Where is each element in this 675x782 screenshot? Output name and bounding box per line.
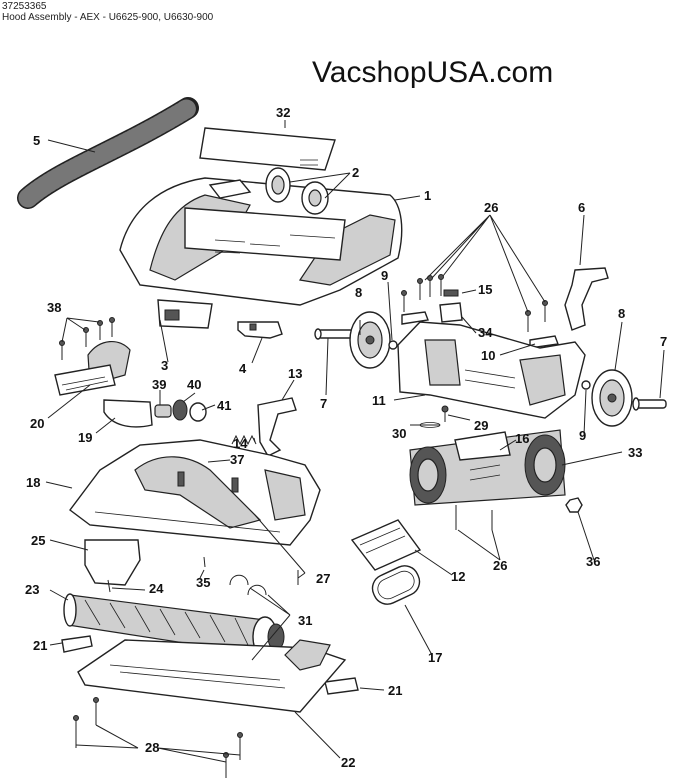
callout-17: 17 <box>428 650 442 665</box>
callout-36: 36 <box>586 554 600 569</box>
callout-labels: 5 32 2 1 26 6 9 8 15 34 10 11 8 7 9 7 38… <box>25 105 667 770</box>
part-screws-28 <box>73 697 243 778</box>
callout-27: 27 <box>316 571 330 586</box>
callout-2: 2 <box>352 165 359 180</box>
diagram-title: Hood Assembly - AEX - U6625-900, U6630-9… <box>2 12 214 23</box>
part-nut <box>565 497 583 513</box>
callout-19: 19 <box>78 430 92 445</box>
callout-34: 34 <box>478 325 493 340</box>
part-eclip-a <box>388 340 398 350</box>
callout-9-right: 9 <box>579 428 586 443</box>
part-intake-elbow <box>54 341 131 396</box>
part-wheel-right <box>591 369 633 427</box>
part-latch <box>237 321 283 339</box>
callout-9-left: 9 <box>381 268 388 283</box>
callout-3: 3 <box>161 358 168 373</box>
part-19-cap <box>103 399 153 428</box>
callout-7-right: 7 <box>660 334 667 349</box>
part-lever <box>257 397 297 457</box>
callout-31: 31 <box>298 613 312 628</box>
callout-38: 38 <box>47 300 61 315</box>
part-41 <box>189 402 207 422</box>
callout-21-right: 21 <box>388 683 402 698</box>
callout-37: 37 <box>230 452 244 467</box>
part-exhaust-grille <box>350 519 422 571</box>
callout-35: 35 <box>196 575 210 590</box>
part-40 <box>172 399 188 421</box>
part-shroud <box>84 539 141 586</box>
part-screw-35 <box>203 556 206 568</box>
part-bumper-right <box>324 677 359 695</box>
part-belt <box>371 565 421 605</box>
callout-6: 6 <box>578 200 585 215</box>
callout-13: 13 <box>288 366 302 381</box>
callout-26-lower: 26 <box>493 558 507 573</box>
callout-22: 22 <box>341 755 355 770</box>
part-hose <box>17 97 199 209</box>
callout-14: 14 <box>233 436 248 451</box>
callout-8-left: 8 <box>355 285 362 300</box>
part-15 <box>443 289 459 297</box>
part-screws-26-lower <box>455 505 493 530</box>
part-number: 37253365 <box>2 1 47 12</box>
callout-10: 10 <box>481 348 495 363</box>
part-axle-pin-left <box>314 328 354 340</box>
part-motor <box>409 429 566 506</box>
part-base-plate <box>77 639 347 713</box>
part-screws-26-upper <box>401 274 548 332</box>
callout-12: 12 <box>451 569 465 584</box>
part-29 <box>441 405 449 422</box>
part-screws-38 <box>59 317 115 360</box>
part-39 <box>154 404 172 418</box>
part-axle-pin-right <box>632 397 667 411</box>
callout-29: 29 <box>474 418 488 433</box>
callout-32: 32 <box>276 105 290 120</box>
callout-28: 28 <box>145 740 159 755</box>
callout-30: 30 <box>392 426 406 441</box>
callout-20: 20 <box>30 416 44 431</box>
callout-33: 33 <box>628 445 642 460</box>
part-spring-14 <box>231 434 257 446</box>
callout-40: 40 <box>187 377 201 392</box>
callout-23: 23 <box>25 582 39 597</box>
callout-4: 4 <box>239 361 247 376</box>
part-clip-10a <box>401 311 429 325</box>
callout-11: 11 <box>372 393 386 408</box>
brand-watermark: VacshopUSA.com <box>312 56 554 89</box>
part-wheel-left <box>349 311 391 369</box>
callout-25: 25 <box>31 533 45 548</box>
callout-5: 5 <box>33 133 40 148</box>
part-handle-release <box>564 267 609 331</box>
callout-18: 18 <box>26 475 40 490</box>
callout-8-right: 8 <box>618 306 625 321</box>
part-bracket <box>157 299 213 329</box>
callout-39: 39 <box>152 377 166 392</box>
callout-24: 24 <box>149 581 164 596</box>
callout-26-upper: 26 <box>484 200 498 215</box>
part-screw-24 <box>107 579 111 593</box>
part-34 <box>439 302 463 323</box>
callout-15: 15 <box>478 282 492 297</box>
part-label-plate <box>199 127 336 171</box>
part-bumper-left <box>61 635 93 653</box>
part-chassis <box>397 321 586 419</box>
leader-lines <box>45 120 665 763</box>
callout-21-left: 21 <box>33 638 47 653</box>
part-eclip-b <box>581 380 591 390</box>
callout-16: 16 <box>515 431 529 446</box>
callout-1: 1 <box>424 188 431 203</box>
part-base <box>69 439 321 546</box>
callout-7-left: 7 <box>320 396 327 411</box>
part-hood <box>119 177 403 306</box>
callout-41: 41 <box>217 398 231 413</box>
